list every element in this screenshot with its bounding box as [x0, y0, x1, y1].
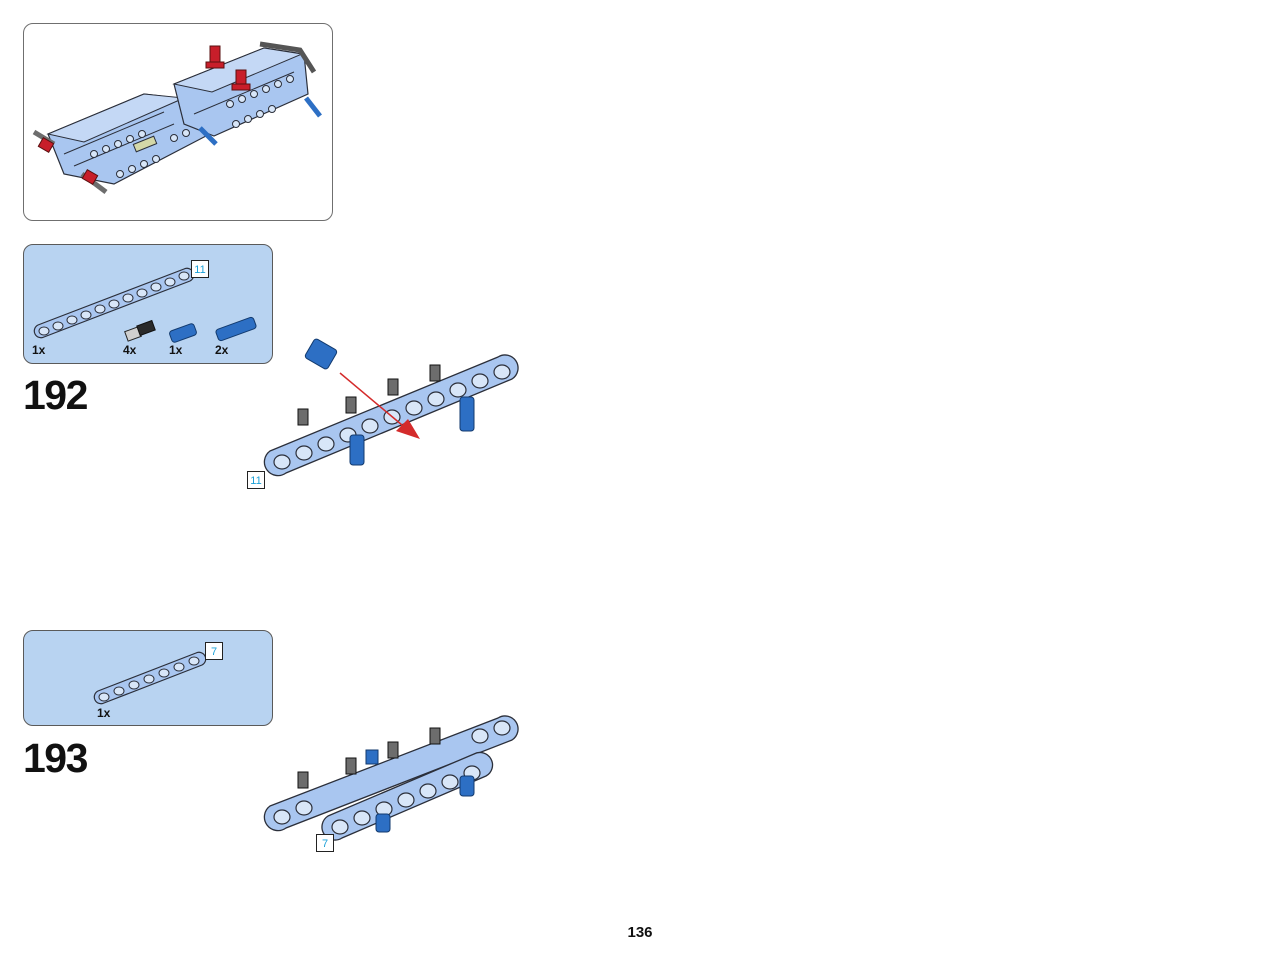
assembly-length-tag: 7 [316, 834, 334, 852]
page-number: 136 [627, 924, 653, 941]
step-number: 192 [23, 372, 88, 418]
parts-callout-step-192: 11 1x 4x 1x 2x [23, 244, 273, 364]
part-qty: 1x [169, 343, 183, 357]
step-193-assembly-illustration [263, 715, 519, 841]
part-qty: 1x [97, 706, 111, 720]
part-qty: 4x [123, 343, 137, 357]
blue-axle-pin-icon [169, 323, 197, 343]
black-pin-icon [124, 319, 156, 342]
blue-long-pin-icon [215, 316, 257, 342]
assembly-length-tag: 11 [247, 471, 265, 489]
beam-length-tag: 11 [191, 260, 209, 278]
part-qty: 1x [32, 343, 46, 357]
step-number: 193 [23, 735, 88, 781]
part-qty: 2x [215, 343, 229, 357]
step-192-assembly-illustration [263, 338, 519, 477]
beam-length-tag: 7 [205, 642, 223, 660]
beam-7-part-icon [93, 651, 207, 705]
insert-arrow [339, 372, 403, 426]
parts-callout-step-193: 7 1x [23, 630, 273, 726]
assembly-preview-box [23, 23, 333, 221]
beam-11-part-icon [33, 267, 257, 343]
assembly-preview-illustration [32, 41, 322, 194]
